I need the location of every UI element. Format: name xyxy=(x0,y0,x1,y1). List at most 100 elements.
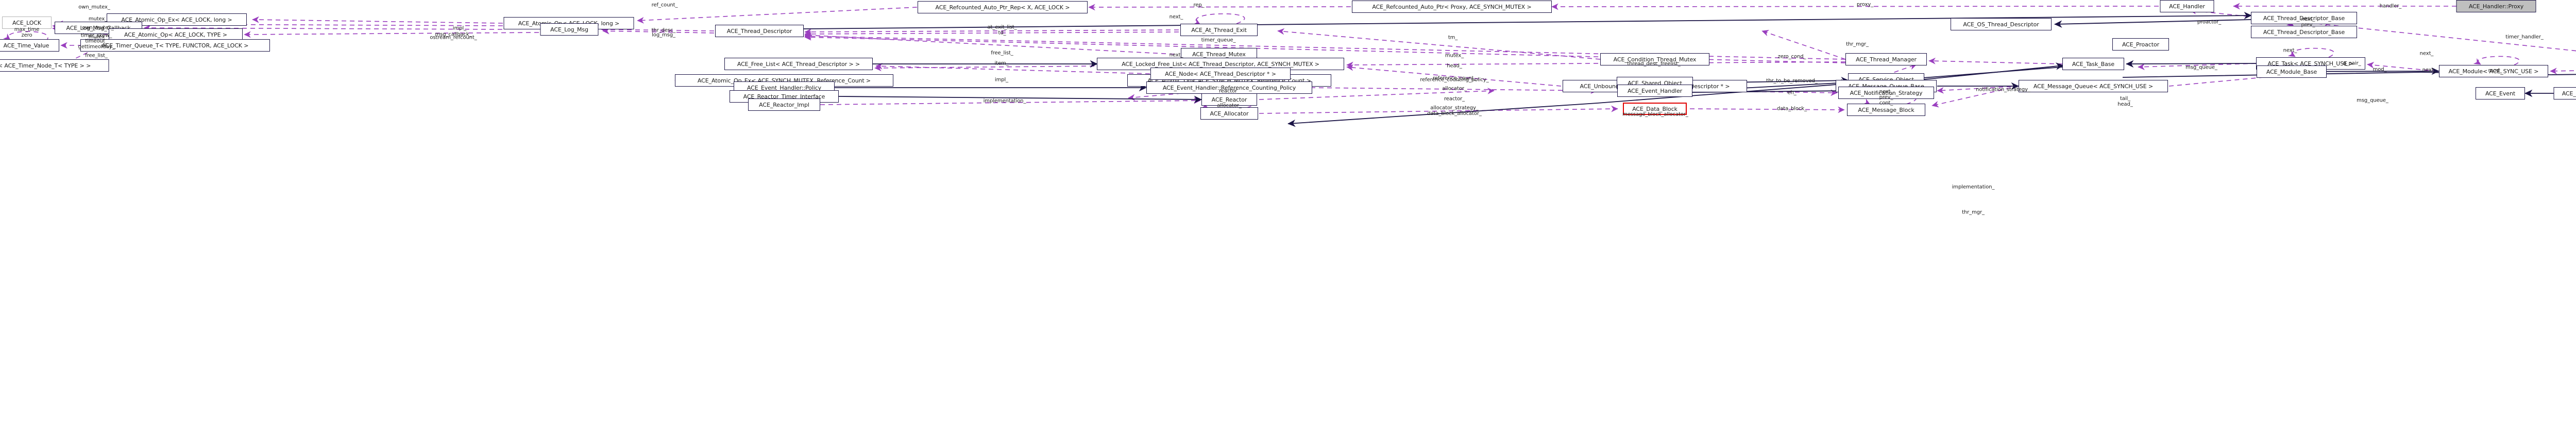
class-node-label: ACE_Atomic_Op_Ex< ACE_LOCK, long > xyxy=(121,16,232,23)
class-node[interactable]: ACE_Thread_Manager xyxy=(1845,53,1927,65)
edge-label: next_ xyxy=(2419,51,2434,57)
edge-label: next_prev_cont_ xyxy=(1879,89,1893,106)
edge-label: thread_desc_freelist_ xyxy=(1627,61,1681,67)
class-node-label: ACE_Atomic_Op_Ex< ACE_SYNCH_MUTEX, Refer… xyxy=(697,77,871,84)
class-node[interactable]: ACE_At_Thread_Exit xyxy=(1180,24,1258,36)
edge-label: reactor_ xyxy=(1218,88,1240,94)
class-node-label: ACE_Thread_Descriptor_Base xyxy=(2263,14,2345,22)
edge-label: mutex_ xyxy=(88,16,108,22)
edge-label: next_ xyxy=(2422,67,2436,73)
class-node[interactable]: ACE_Refcounted_Auto_Ptr_Rep< X, ACE_LOCK… xyxy=(918,1,1088,13)
class-node-label: ACE_Message_Queue_Base xyxy=(1848,82,1924,90)
class-node[interactable]: ACE_Data_Block xyxy=(1623,103,1687,115)
class-node[interactable]: ACE_Log_Msg xyxy=(540,23,599,36)
edge-label: thr_mgr_ xyxy=(1962,209,1985,216)
class-node-label: ACE_Thread_Descriptor_Base xyxy=(2263,28,2345,36)
class-node-label: ACE_Refcounted_Auto_Ptr< Proxy, ACE_SYNC… xyxy=(1372,3,1532,10)
edge-label: next_ xyxy=(2283,47,2297,54)
class-node[interactable]: ACE_Timer_Queue_T< TYPE, FUNCTOR, ACE_LO… xyxy=(80,39,270,52)
edge-label: mod_ xyxy=(2488,68,2502,74)
class-node[interactable]: ACE_Free_List< ACE_Thread_Descriptor > > xyxy=(724,58,873,70)
class-node-label: ACE_Free_List< ACE_Timer_Node_T< TYPE > … xyxy=(0,62,91,69)
class-node[interactable]: ACE_Module_Base xyxy=(2257,65,2327,78)
class-node-label: ACE_Event_Handler::Reference_Counting_Po… xyxy=(1162,84,1296,91)
edge-label: zero_cond_ xyxy=(1777,54,1806,60)
edge-label: item_ xyxy=(994,60,1009,67)
edge-label: free_list_ xyxy=(85,53,108,59)
edge-label: implementation_ xyxy=(983,98,1026,104)
class-node[interactable]: ACE_Notification_Strategy xyxy=(1838,87,1934,99)
class-node-label: ACE_Node< ACE_Thread_Descriptor * > xyxy=(1165,70,1276,77)
class-node[interactable]: ACE_Reactor xyxy=(1201,93,1257,106)
edge-label: handler_ xyxy=(2379,3,2402,9)
class-node[interactable]: ACE_Event_Handler::Reference_Counting_Po… xyxy=(1146,81,1312,94)
class-node-label: ACE_Condition_Thread_Mutex xyxy=(1613,56,1697,63)
class-node[interactable]: ACE_Task_Base xyxy=(2062,58,2124,70)
edge-label: notification_strategy_ xyxy=(1976,87,2030,93)
class-node-label: ACE_OS_Thread_Descriptor xyxy=(1963,21,2039,28)
class-node-label: ACE_Message_Queue< ACE_SYNCH_USE > xyxy=(2033,82,2154,90)
class-node-label: ACE_Reactor_Impl xyxy=(759,101,809,108)
edge-label: thr_desc_ xyxy=(651,27,676,34)
edge-label: thr_to_be_removed_ xyxy=(1766,78,1818,84)
class-node-label: ACE_Locked_Free_List< ACE_Thread_Descrip… xyxy=(1122,60,1319,68)
edge-label: ostream_refcount_ xyxy=(430,35,477,41)
class-node[interactable]: ACE_LOCK xyxy=(2,16,52,29)
class-node[interactable]: ACE_Refcounted_Auto_Ptr< Proxy, ACE_SYNC… xyxy=(1352,1,1552,13)
edge-label: free_list_ xyxy=(991,50,1013,56)
class-node-label: ACE_Log_Msg xyxy=(550,26,588,33)
edge-label: mutex_ xyxy=(1445,53,1464,59)
class-node[interactable]: ACE_Thread_Descriptor_Base xyxy=(2251,12,2357,24)
class-node-label: ACE_Task_Base xyxy=(2072,60,2115,68)
class-node-label: ACE_Atomic_Op< ACE_LOCK, TYPE > xyxy=(124,31,227,38)
class-node[interactable]: ACE_Handler::Proxy xyxy=(2456,0,2536,12)
class-node-label: ACE_Task< ACE_SYNCH_USE > xyxy=(2267,60,2354,67)
edge-label: rep_ xyxy=(1193,2,1205,8)
edge-label: mod_ xyxy=(2372,67,2387,73)
edge-label: allocator_strategy_data_block_allocator_ xyxy=(1427,105,1482,117)
edge-label: impl_ xyxy=(452,25,467,31)
edge-label: thr_mgr_ xyxy=(1846,41,1869,47)
edge-label: head_ xyxy=(1447,63,1462,69)
class-node[interactable]: ACE_Free_List< ACE_Timer_Node_T< TYPE > … xyxy=(0,59,109,72)
class-node[interactable]: ACE_Handler xyxy=(2160,0,2214,12)
class-node-label: ACE_LOCK xyxy=(12,19,41,26)
class-node-label: ACE_Message_Block xyxy=(1858,106,1914,113)
class-node[interactable]: ACE_Node< ACE_Thread_Descriptor * > xyxy=(1150,68,1291,80)
class-node[interactable]: ACE_Thread_Descriptor xyxy=(715,25,804,37)
class-node[interactable]: ACE_Thread_Descriptor_Base xyxy=(2251,26,2357,38)
class-node[interactable]: ACE_Atomic_Op< ACE_LOCK, TYPE > xyxy=(109,28,243,41)
class-node[interactable]: ACE_OS_Thread_Descriptor xyxy=(1951,18,2052,30)
edge-label: proactor_ xyxy=(2197,19,2222,25)
edge-label: msg_callback_ xyxy=(435,31,472,38)
edge-label: at_exit_list_ xyxy=(987,24,1017,30)
class-node[interactable]: ACE_Condition_Thread_Mutex xyxy=(1600,53,1709,65)
class-node-label: ACE_Timer_Queue_T< TYPE, FUNCTOR, ACE_LO… xyxy=(101,42,249,49)
class-node[interactable]: ACE_Proactor xyxy=(2112,38,2169,51)
class-node[interactable]: ACE_Message_Block xyxy=(1847,104,1925,116)
edge-label: next_ xyxy=(1169,14,1183,20)
class-node[interactable]: ACE_Event xyxy=(2476,87,2525,100)
class-node-label: ACE_Atomic_Op< ACE_SYNCH_MUTEX, Referenc… xyxy=(1147,77,1311,84)
edge-label: tm_ xyxy=(1448,35,1458,41)
class-node[interactable]: ACE_Module< ACE_SYNC_USE > xyxy=(2439,65,2548,77)
class-node-label: ACE_Event_Handler::Policy xyxy=(747,84,822,91)
edge-label: msg_queue_ xyxy=(2357,97,2388,104)
class-node[interactable]: ACE_Reactor_Impl xyxy=(748,98,820,111)
edge-label: tail_head_ xyxy=(2117,96,2133,107)
class-node-label: ACE_Reactor xyxy=(1211,96,1247,103)
edge-label: reactor_ xyxy=(1444,96,1465,102)
class-node[interactable]: ACE_Message_Queue< ACE_SYNCH_USE > xyxy=(2019,80,2168,92)
class-node[interactable]: ACE_Time_Value xyxy=(0,39,59,52)
edge-label: own_mutex_ xyxy=(78,4,110,10)
edge-label: message_block_allocator_ xyxy=(1622,111,1688,118)
class-node-label: ACE_At_Thread_Exit xyxy=(1191,26,1247,34)
edge-label: log_msg_ xyxy=(652,32,675,38)
class-node-label: ACE_Data_Block xyxy=(1632,105,1677,112)
class-node[interactable]: ACE_Auto_Event xyxy=(2553,87,2576,100)
class-node[interactable]: ACE_Event_Handler xyxy=(1617,85,1692,97)
edge-label: proxy_ xyxy=(1856,2,1874,8)
class-node[interactable]: ACE_Allocator xyxy=(1200,107,1258,120)
